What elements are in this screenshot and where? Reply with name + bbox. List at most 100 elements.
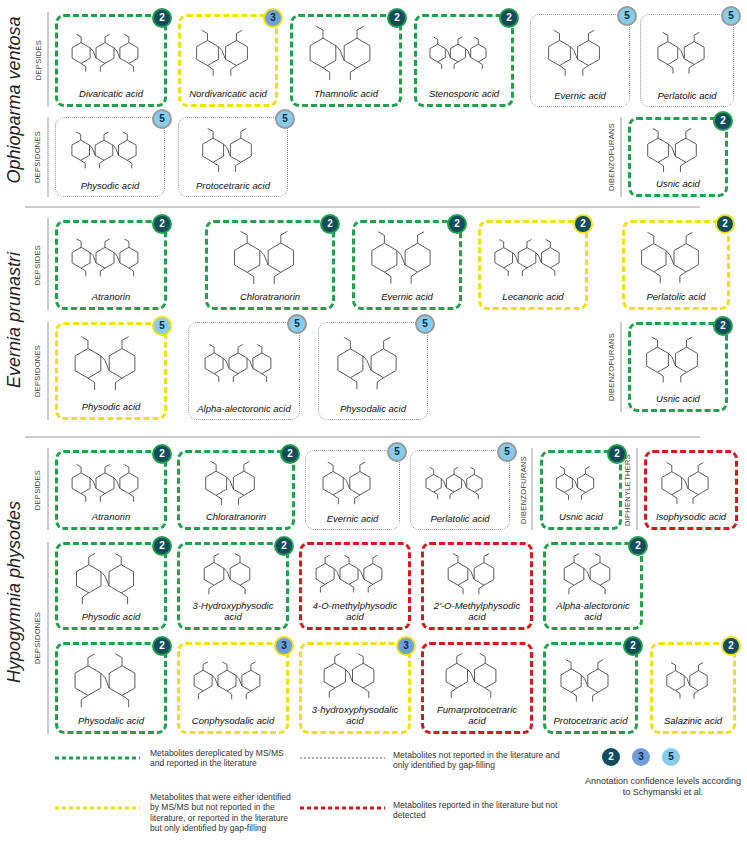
substituent-sketch <box>474 37 478 44</box>
metabolite-box: Perlatolic acid5 <box>640 14 734 107</box>
metabolite-box: Alpha-alectoronic acid5 <box>188 322 300 420</box>
confidence-badge: 5 <box>287 314 307 334</box>
confidence-level: 2 <box>608 752 614 762</box>
metabolite-name: Protocetraric acid <box>179 181 287 196</box>
class-label: DEPSIDONES <box>33 117 43 197</box>
substituent-sketch <box>100 268 105 276</box>
ring-sketch <box>542 248 560 268</box>
substituent-sketch <box>368 584 373 592</box>
confidence-badge: 2 <box>573 214 593 234</box>
metabolite-name: Protocetraric acid <box>546 716 635 731</box>
confidence-badge: 2 <box>447 214 467 234</box>
linkage-sketch <box>513 253 519 263</box>
linkage-sketch <box>669 353 676 366</box>
substituent-sketch <box>593 692 598 701</box>
confidence-badge: 2 <box>713 111 733 131</box>
ring-sketch <box>324 663 345 688</box>
metabolite-box: Physodalic acid5 <box>318 322 428 420</box>
substituent-sketch <box>504 268 509 276</box>
substituent-sketch <box>560 467 564 474</box>
linkage-sketch <box>260 250 268 265</box>
ring-sketch <box>561 669 581 692</box>
substituent-sketch <box>124 464 129 472</box>
ring-sketch <box>77 565 102 593</box>
linkage-sketch <box>90 48 96 58</box>
substituent-sketch <box>227 691 232 699</box>
confidence-level: 5 <box>728 11 734 21</box>
linkage-sketch <box>114 478 120 488</box>
substituent-sketch <box>598 660 603 669</box>
confidence-level: 5 <box>294 319 300 329</box>
metabolite-name: Salazinic acid <box>653 716 733 731</box>
substituent-sketch <box>430 467 434 474</box>
class-bracket <box>48 12 49 107</box>
confidence-level: 5 <box>624 11 630 21</box>
ring-sketch <box>340 564 358 585</box>
ring-sketch <box>405 243 430 272</box>
linkage-sketch <box>666 251 674 265</box>
ring-sketch <box>253 353 271 374</box>
linkage-sketch <box>223 358 229 368</box>
ring-sketch <box>667 671 684 691</box>
metabolite-name: Physodic acid <box>58 402 164 417</box>
substituent-sketch <box>323 68 330 80</box>
linkage-sketch <box>678 47 684 59</box>
substituent-sketch <box>654 272 660 283</box>
metabolite-name: Usnic acid <box>631 179 725 194</box>
confidence-badge: 2 <box>600 746 622 768</box>
confidence-level: 2 <box>159 541 165 551</box>
metabolite-name: Atranorin <box>58 292 164 307</box>
confidence-badge: 2 <box>152 636 172 656</box>
linkage-sketch <box>445 49 450 58</box>
ring-sketch <box>467 474 482 492</box>
substituent-sketch <box>694 691 699 699</box>
ring-sketch <box>316 564 334 585</box>
substituent-sketch <box>411 272 418 284</box>
substituent-sketch <box>235 553 240 562</box>
class-label: DIBENZOFURANS <box>519 449 529 531</box>
linkage-sketch <box>441 479 446 488</box>
linkage-sketch <box>363 356 371 370</box>
metabolite-name: Conphysodalic acid <box>180 716 286 731</box>
substituent-sketch <box>320 584 325 592</box>
confidence-badge: 2 <box>713 316 733 336</box>
confidence-badge: 2 <box>721 636 741 656</box>
substituent-sketch <box>680 162 685 172</box>
ring-sketch <box>675 138 696 162</box>
ring-sketch <box>690 671 707 691</box>
substituent-sketch <box>88 378 95 390</box>
metabolite-box: Usnic acid2 <box>540 450 622 530</box>
confidence-badge: 5 <box>660 746 682 768</box>
substituent-sketch <box>115 553 121 564</box>
ring-sketch <box>95 140 113 160</box>
substituent-sketch <box>451 688 457 698</box>
substituent-sketch <box>698 463 703 472</box>
ring-sketch <box>590 563 610 586</box>
confidence-badge: 2 <box>152 214 172 234</box>
confidence-level: 2 <box>327 219 333 229</box>
metabolite-name: 3-Hydroxyphysodic acid <box>180 601 286 627</box>
ring-sketch <box>96 43 114 64</box>
class-bracket <box>48 218 49 310</box>
metabolite-name: Usnic acid <box>631 394 725 409</box>
substituent-sketch <box>485 688 491 698</box>
ring-sketch <box>350 472 370 495</box>
linkage-sketch <box>212 675 218 685</box>
ring-sketch <box>578 40 600 65</box>
metabolite-name: Evernic acid <box>531 91 629 106</box>
substituent-sketch <box>355 495 360 504</box>
metabolite-box: Chloratranorin2 <box>205 220 335 310</box>
metabolite-name: Perlatolic acid <box>411 514 509 529</box>
substituent-sketch <box>357 26 364 38</box>
confidence-badge: 2 <box>152 536 172 556</box>
confidence-level: 3 <box>403 641 409 651</box>
substituent-sketch <box>663 32 668 41</box>
substituent-sketch <box>115 654 122 666</box>
substituent-sketch <box>262 374 267 382</box>
linkage-sketch <box>397 251 405 265</box>
ring-sketch <box>658 42 678 65</box>
confidence-level: 2 <box>635 541 641 551</box>
confidence-level: 2 <box>728 641 734 651</box>
substituent-sketch <box>257 345 262 353</box>
confidence-badge: 2 <box>280 444 300 464</box>
